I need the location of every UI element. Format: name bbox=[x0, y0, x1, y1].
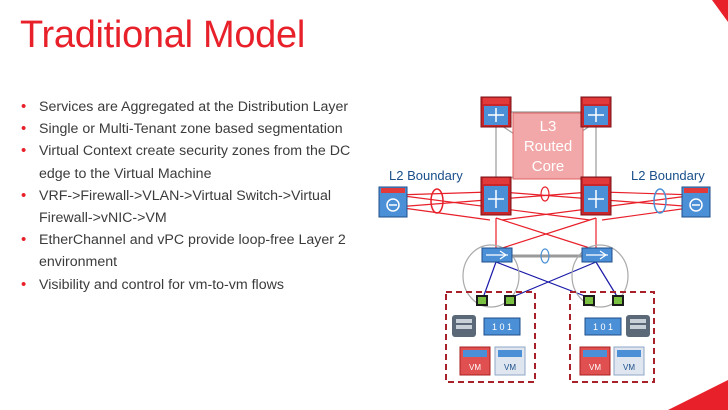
bullet-item: Services are Aggregated at the Distribut… bbox=[16, 96, 378, 118]
virtual-switch-icon: 1 0 1 bbox=[483, 317, 521, 336]
router-icon bbox=[580, 96, 612, 128]
firewall-icon bbox=[681, 186, 711, 218]
router-icon bbox=[580, 176, 612, 216]
core-label-line-3: Core bbox=[532, 158, 565, 175]
firewall-icon bbox=[378, 186, 408, 218]
server-icon bbox=[452, 315, 476, 337]
slide-title: Traditional Model bbox=[20, 14, 305, 56]
bullet-item: Single or Multi-Tenant zone based segmen… bbox=[16, 118, 378, 140]
vm-label: VM bbox=[504, 363, 516, 372]
l3-core-box: L3 Routed Core bbox=[512, 112, 584, 180]
switch-icon bbox=[581, 247, 613, 263]
router-icon bbox=[480, 176, 512, 216]
bullet-item: EtherChannel and vPC provide loop-free L… bbox=[16, 229, 378, 273]
switch-icon bbox=[481, 247, 513, 263]
vm-icon: VM bbox=[459, 346, 491, 376]
server-icon bbox=[626, 315, 650, 337]
host-group-left bbox=[445, 291, 536, 383]
core-label-line-1: L3 bbox=[540, 118, 557, 135]
svg-text:1 0 1: 1 0 1 bbox=[492, 322, 512, 332]
vm-icon: VM bbox=[494, 346, 526, 376]
bullet-item: Visibility and control for vm-to-vm flow… bbox=[16, 274, 378, 296]
host-group-right bbox=[569, 291, 655, 383]
corner-accent-bottom bbox=[668, 380, 728, 410]
bullet-list: Services are Aggregated at the Distribut… bbox=[16, 96, 378, 296]
bullet-item: VRF->Firewall->VLAN->Virtual Switch->Vir… bbox=[16, 185, 378, 229]
nic-icon bbox=[504, 295, 516, 306]
bullet-item: Virtual Context create security zones fr… bbox=[16, 140, 378, 184]
port-channel-ellipses bbox=[430, 186, 667, 308]
virtual-switch-icon: 1 0 1 bbox=[584, 317, 622, 336]
nic-icon bbox=[583, 295, 595, 306]
core-label-line-2: Routed bbox=[524, 138, 572, 155]
router-icon bbox=[480, 96, 512, 128]
corner-accent-top bbox=[712, 0, 728, 22]
vm-icon: VM bbox=[579, 346, 611, 376]
l2-boundary-left-label: L2 Boundary bbox=[389, 168, 463, 183]
vm-icon: VM bbox=[613, 346, 645, 376]
l2-boundary-right-label: L2 Boundary bbox=[631, 168, 705, 183]
nic-icon bbox=[476, 295, 488, 306]
vm-label: VM bbox=[589, 363, 601, 372]
nic-icon bbox=[612, 295, 624, 306]
vm-label: VM bbox=[469, 363, 481, 372]
vm-label: VM bbox=[623, 363, 635, 372]
svg-text:1 0 1: 1 0 1 bbox=[593, 322, 613, 332]
